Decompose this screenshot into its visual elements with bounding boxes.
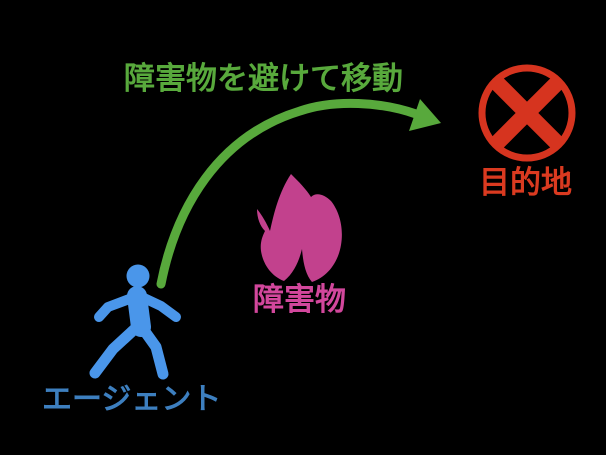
- walking-person-icon: [89, 264, 181, 380]
- destination-ring: [478, 64, 576, 162]
- arrow-head-icon: [409, 99, 441, 131]
- person-front-leg: [135, 320, 169, 380]
- flame-shape: [257, 174, 342, 282]
- person-front-arm: [139, 293, 181, 322]
- destination-x-stroke-2: [488, 74, 566, 152]
- flame-icon: [257, 174, 342, 282]
- person-back-leg: [89, 320, 144, 379]
- person-head: [126, 264, 150, 288]
- circle-x-icon: [478, 64, 576, 162]
- destination-label: 目的地: [479, 165, 572, 201]
- path-annotation-label: 障害物を避けて移動: [124, 61, 403, 97]
- agent-label: エージェント: [42, 382, 222, 417]
- avoidance-path-arrow: [156, 98, 441, 289]
- person-back-arm: [94, 293, 137, 322]
- arrow-curve: [156, 98, 421, 289]
- obstacle-label: 障害物: [253, 282, 346, 318]
